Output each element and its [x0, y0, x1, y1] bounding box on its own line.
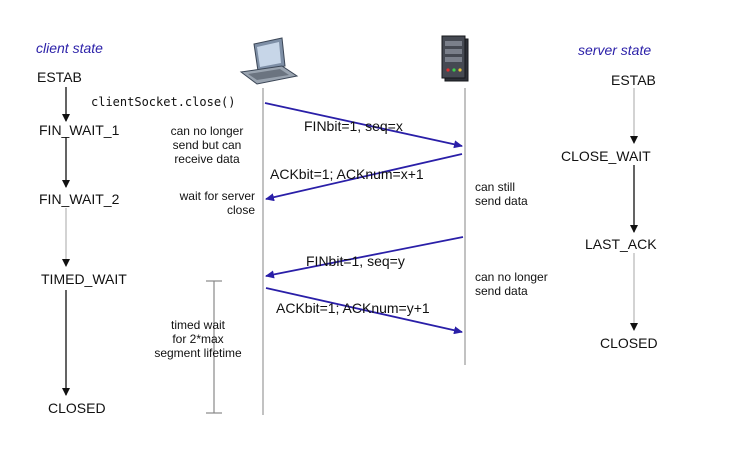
note-line: send data: [475, 194, 528, 208]
note-line: send but can: [172, 138, 242, 152]
client-no-longer-send-note: can no longer send but can receive data: [162, 124, 252, 166]
server-can-still-send-note: can still send data: [475, 180, 528, 208]
server-no-longer-send-note: can no longer send data: [475, 270, 548, 298]
ack-client-arrow: [265, 287, 463, 335]
client-state-closed: CLOSED: [48, 400, 106, 416]
note-line: can no longer: [475, 270, 548, 284]
wait-for-server-note: wait for server close: [158, 189, 255, 217]
server-state-closed: CLOSED: [600, 335, 658, 351]
client-state-estab: ESTAB: [37, 69, 82, 85]
client-close-call: clientSocket.close(): [91, 95, 236, 109]
server-state-header: server state: [578, 42, 652, 58]
fin-client-arrow: [264, 102, 463, 149]
client-state-timed-wait: TIMED_WAIT: [41, 271, 127, 287]
note-line: close: [226, 203, 255, 217]
note-line: for 2*max: [172, 332, 224, 346]
server-tower-icon: [441, 35, 469, 82]
ack-server-label: ACKbit=1; ACKnum=x+1: [270, 166, 424, 182]
server-state-last-ack: LAST_ACK: [585, 236, 657, 252]
laptop-icon: [239, 37, 299, 85]
client-state-fin-wait-2: FIN_WAIT_2: [39, 191, 120, 207]
fin-server-arrow: [265, 236, 464, 279]
ack-server-arrow: [265, 153, 463, 202]
fin-server-label: FINbit=1, seq=y: [306, 253, 405, 269]
note-line: segment lifetime: [154, 346, 242, 360]
fin-client-label: FINbit=1, seq=x: [304, 118, 403, 134]
note-line: send data: [475, 284, 528, 298]
server-state-close-wait: CLOSE_WAIT: [561, 148, 651, 164]
timed-wait-note: timed wait for 2*max segment lifetime: [143, 318, 253, 360]
ack-client-label: ACKbit=1; ACKnum=y+1: [276, 300, 430, 316]
client-state-header: client state: [36, 40, 103, 56]
note-line: receive data: [174, 152, 240, 166]
note-line: wait for server: [179, 189, 255, 203]
note-line: timed wait: [170, 318, 226, 332]
client-state-fin-wait-1: FIN_WAIT_1: [39, 122, 120, 138]
server-state-estab: ESTAB: [611, 72, 656, 88]
note-line: can still: [475, 180, 516, 194]
note-line: can no longer: [170, 124, 244, 138]
